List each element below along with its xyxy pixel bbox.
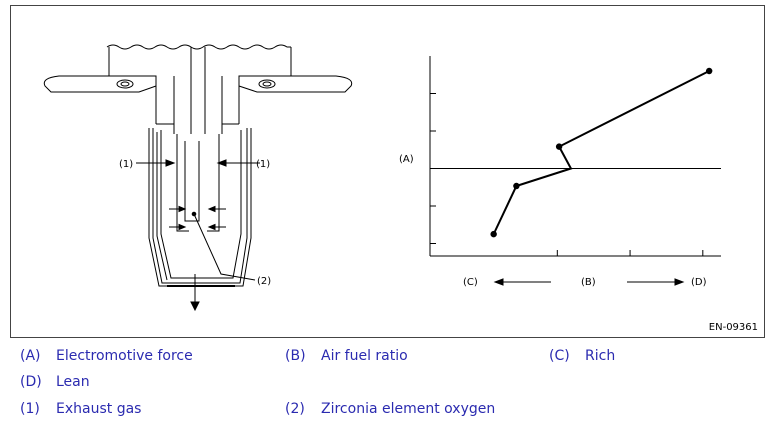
inner-protection-tube <box>160 130 242 279</box>
legend-text: Rich <box>585 348 616 364</box>
legend-item-a: (A) Electromotive force <box>20 348 193 364</box>
direction-arrows <box>493 278 685 286</box>
x-ticks <box>556 250 704 256</box>
legend-code: (D) <box>20 374 42 390</box>
legend-text: Air fuel ratio <box>321 348 408 364</box>
figure-canvas: (1) (1) (2) (A) (C) (B) (D) <box>43 44 721 312</box>
emf-curve <box>492 70 710 235</box>
y-axis-label: (A) <box>399 154 414 165</box>
legend-code: (B) <box>285 348 306 364</box>
legend-item-b: (B) Air fuel ratio <box>285 348 408 364</box>
y-ticks <box>430 93 436 244</box>
data-point <box>490 230 497 238</box>
rich-label: (C) <box>463 277 478 288</box>
legend-text: Electromotive force <box>56 348 193 364</box>
legend-item-d: (D) Lean <box>20 374 90 390</box>
sensor-housing <box>108 47 292 124</box>
legend-code: (C) <box>549 348 570 364</box>
callout-1-left: (1) <box>119 159 133 170</box>
figure: (1) (1) (2) (A) (C) (B) (D) EN-09361 <box>10 5 765 338</box>
legend-text: Exhaust gas <box>56 401 142 417</box>
legend-text: Lean <box>56 374 90 390</box>
data-point <box>705 67 713 75</box>
right-flange <box>238 75 353 93</box>
legend-code: (A) <box>20 348 41 364</box>
legend-item-2: (2) Zirconia element oxygen <box>285 401 495 417</box>
figure-id: EN-09361 <box>708 322 758 333</box>
legend-code: (2) <box>285 401 305 417</box>
element-stem <box>173 47 223 134</box>
oxygen-sensor-drawing <box>43 44 353 312</box>
data-point <box>513 182 520 190</box>
callout-1-right: (1) <box>256 159 270 170</box>
zirconia-leader <box>193 213 256 281</box>
data-point <box>555 143 563 150</box>
legend-item-1: (1) Exhaust gas <box>20 401 141 417</box>
lean-label: (D) <box>691 277 707 288</box>
legend-item-c: (C) Rich <box>549 348 615 364</box>
data-points <box>490 67 713 238</box>
legend-text: Zirconia element oxygen <box>321 401 496 417</box>
x-axis-label: (B) <box>581 277 596 288</box>
sensor-top-edge <box>106 44 291 50</box>
legend-code: (1) <box>20 401 40 417</box>
callout-2: (2) <box>257 276 271 287</box>
emf-graph <box>429 56 721 257</box>
left-flange <box>43 75 157 93</box>
zirconia-element <box>184 141 200 222</box>
